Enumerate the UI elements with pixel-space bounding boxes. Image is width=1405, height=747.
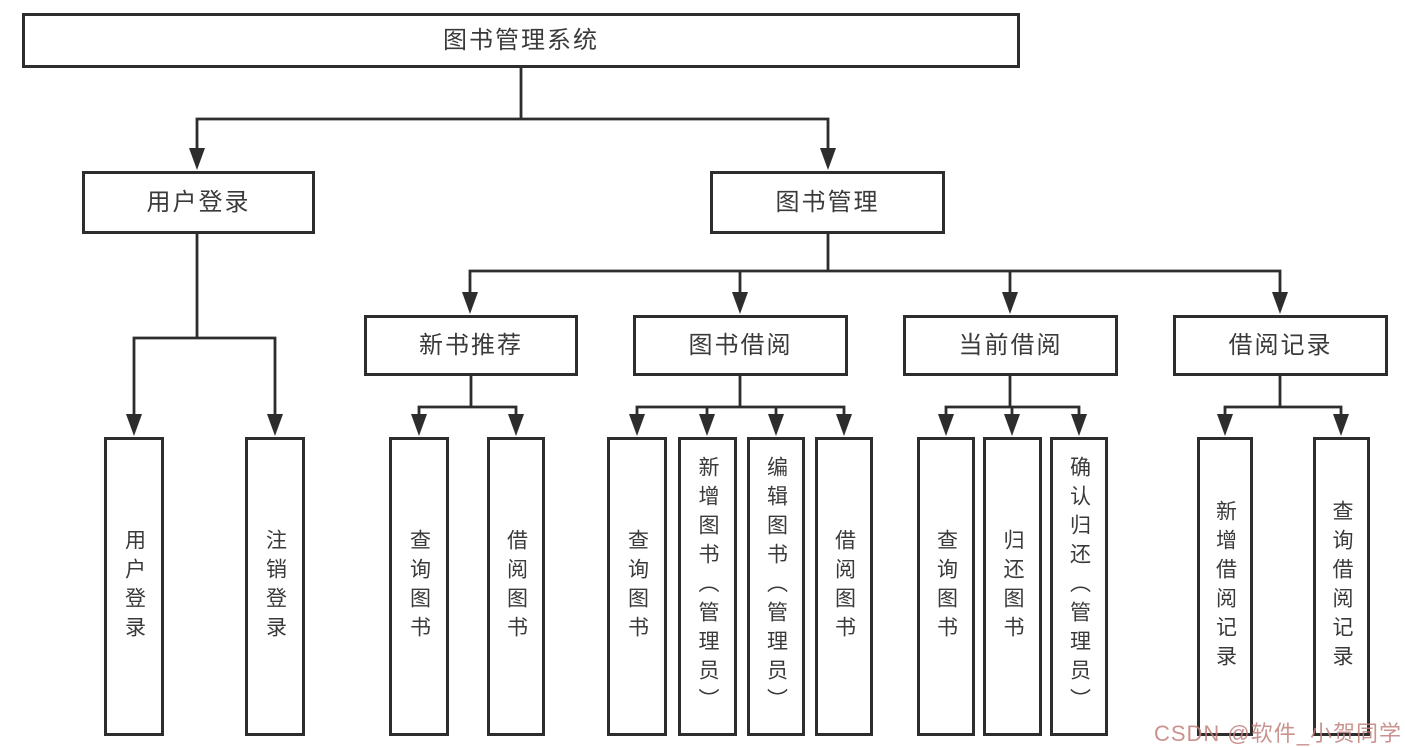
leaf-cb-confirm-return: 确认归还（管理员） — [1050, 437, 1108, 736]
node-book-mgmt-label: 图书管理 — [775, 188, 880, 216]
leaf-bb-borrow-book: 借阅图书 — [815, 437, 873, 736]
leaf-bb-edit-book-label: 编辑图书（管理员） — [764, 456, 788, 717]
leaf-bb-add-book: 新增图书（管理员） — [678, 437, 737, 736]
node-borrow-record: 借阅记录 — [1173, 315, 1388, 376]
node-borrow-record-label: 借阅记录 — [1228, 331, 1333, 359]
leaf-br-query-record: 查询借阅记录 — [1313, 437, 1370, 736]
watermark: CSDN @软件_小贺同学 — [1153, 721, 1402, 746]
node-current-borrow: 当前借阅 — [903, 315, 1118, 376]
leaf-cb-return-book: 归还图书 — [983, 437, 1042, 736]
node-user-login-label: 用户登录 — [146, 188, 251, 216]
leaf-bb-edit-book: 编辑图书（管理员） — [747, 437, 805, 736]
leaf-cb-confirm-return-label: 确认归还（管理员） — [1067, 456, 1091, 717]
leaf-nb-borrow-book-label: 借阅图书 — [504, 528, 528, 645]
leaf-logout-label: 注销登录 — [263, 528, 287, 645]
leaf-user-login-label: 用户登录 — [122, 528, 146, 645]
node-new-book-rec: 新书推荐 — [364, 315, 578, 376]
leaf-br-add-record-label: 新增借阅记录 — [1213, 499, 1237, 674]
node-book-borrow: 图书借阅 — [633, 315, 848, 376]
leaf-cb-query-book-label: 查询图书 — [934, 528, 958, 645]
leaf-nb-query-book-label: 查询图书 — [407, 528, 431, 645]
node-new-book-rec-label: 新书推荐 — [419, 331, 523, 359]
node-book-mgmt: 图书管理 — [710, 171, 945, 234]
node-user-login: 用户登录 — [82, 171, 315, 234]
leaf-cb-query-book: 查询图书 — [917, 437, 975, 736]
leaf-bb-borrow-book-label: 借阅图书 — [832, 528, 856, 645]
node-root: 图书管理系统 — [22, 13, 1020, 68]
leaf-logout: 注销登录 — [245, 437, 305, 736]
leaf-nb-borrow-book: 借阅图书 — [487, 437, 545, 736]
leaf-br-query-record-label: 查询借阅记录 — [1330, 499, 1353, 674]
leaf-bb-add-book-label: 新增图书（管理员） — [696, 456, 719, 717]
leaf-nb-query-book: 查询图书 — [389, 437, 449, 736]
node-current-borrow-label: 当前借阅 — [958, 331, 1063, 359]
node-book-borrow-label: 图书借阅 — [688, 331, 793, 359]
leaf-cb-return-book-label: 归还图书 — [1001, 528, 1024, 645]
leaf-br-add-record: 新增借阅记录 — [1197, 437, 1253, 736]
leaf-user-login: 用户登录 — [104, 437, 164, 736]
leaf-bb-query-book-label: 查询图书 — [625, 528, 649, 645]
leaf-bb-query-book: 查询图书 — [607, 437, 667, 736]
node-root-label: 图书管理系统 — [443, 26, 599, 54]
